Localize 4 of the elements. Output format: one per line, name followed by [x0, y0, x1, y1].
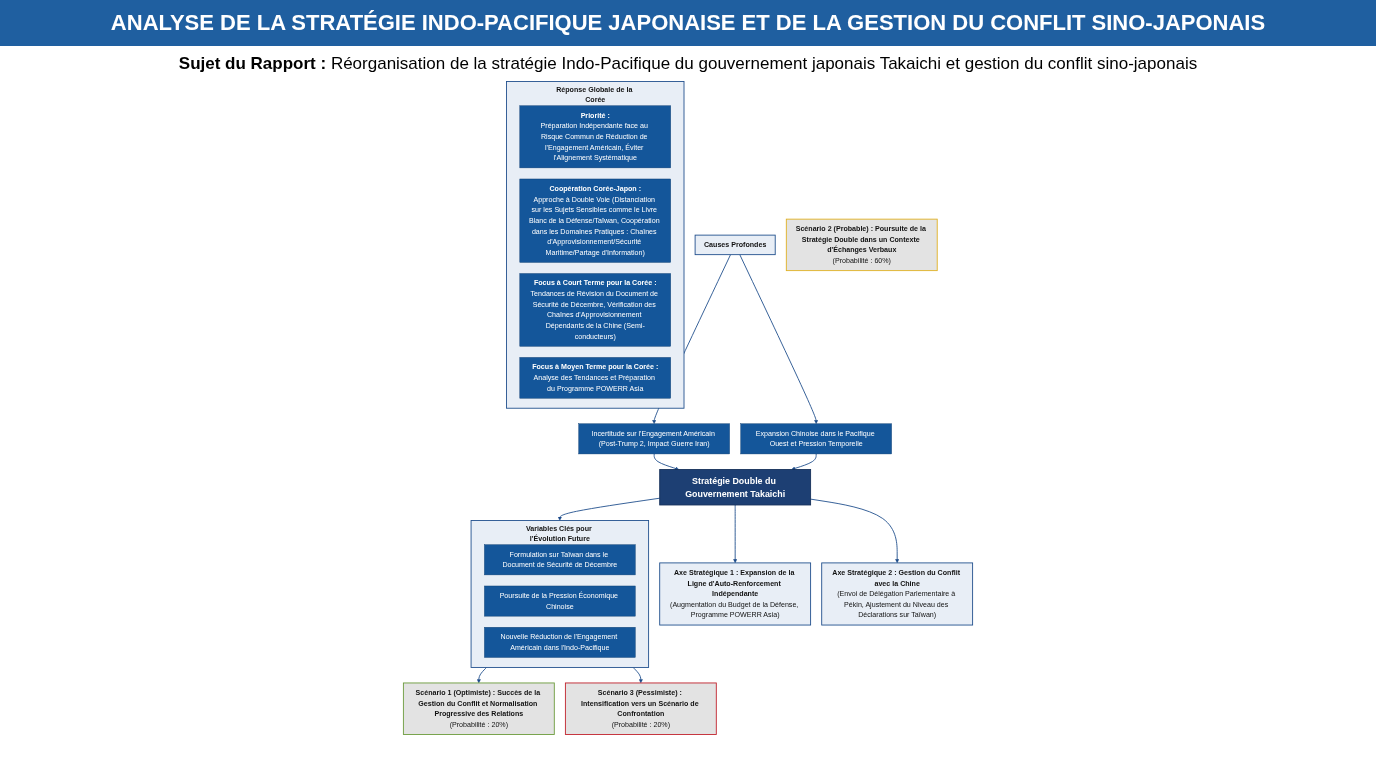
subject-label: Sujet du Rapport :	[178, 54, 327, 73]
title-banner: ANALYSE DE LA STRATÉGIE INDO-PACIFIQUE JAPONAISE ET DE LA GESTION DU CONFLIT SINO-JAPONAIS	[0, 0, 1376, 46]
subject-text: Réorganisation de la stratégie Indo-Pacifique du gouvernement japonais Takaichi et gestion du conflit sino-japonais	[330, 54, 1198, 73]
node-box: Stratégie Double du Gouvernement Takaichi	[659, 469, 812, 506]
